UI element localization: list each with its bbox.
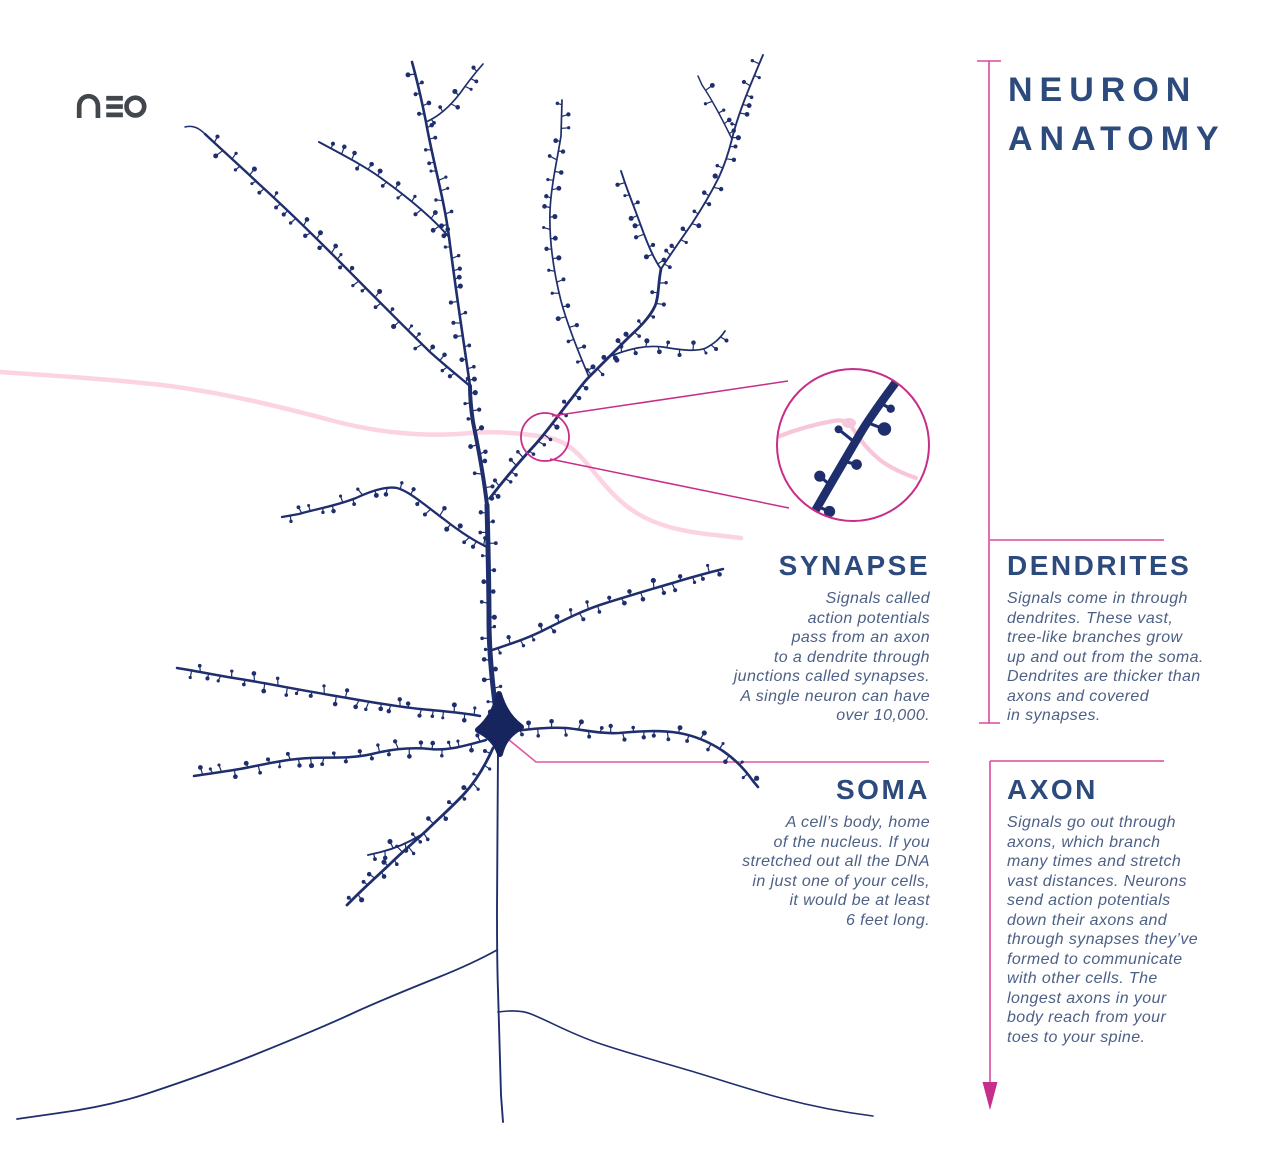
section-rules xyxy=(977,60,1164,1088)
logo-letter-o xyxy=(124,95,147,118)
zoom-synapse-bouton xyxy=(842,418,856,428)
background-axon xyxy=(0,369,744,541)
section-synapse: SYNAPSE Signals called action potentials… xyxy=(690,550,930,726)
neo-logo xyxy=(76,93,147,118)
down-arrow-icon xyxy=(982,1082,998,1110)
synapse-body: Signals called action potentials pass fr… xyxy=(733,590,930,724)
zoom-cone-lower xyxy=(549,458,790,509)
zoom-cone-upper xyxy=(551,380,789,417)
logo-letter-e xyxy=(106,95,123,118)
section-soma: SOMA A cell’s body, home of the nucleus.… xyxy=(690,774,930,930)
apical-dendrite-branches xyxy=(184,54,764,655)
axon-body: Signals go out through axons, which bran… xyxy=(1007,814,1199,1046)
logo-letter-n xyxy=(76,93,101,118)
axon-heading: AXON xyxy=(1007,774,1098,805)
axon-line xyxy=(16,751,874,1123)
magnifier-zoom-circle-icon xyxy=(776,368,930,522)
dendrites-body: Signals come in through dendrites. These… xyxy=(1007,590,1204,724)
soma-body xyxy=(475,691,524,757)
zoom-dendrite-segment xyxy=(805,373,904,521)
zoom-circle-content xyxy=(777,373,919,521)
section-axon: AXON Signals go out through axons, which… xyxy=(1007,774,1237,1047)
dendrites-heading: DENDRITES xyxy=(1007,550,1192,581)
soma-pointer-line xyxy=(502,734,929,763)
soma-body: A cell’s body, home of the nucleus. If y… xyxy=(742,814,930,929)
page-title: NEURON ANATOMY xyxy=(1008,71,1226,158)
soma-heading: SOMA xyxy=(836,774,930,805)
zoom-source-circle xyxy=(520,412,570,462)
synapse-heading: SYNAPSE xyxy=(778,550,930,581)
basal-dendrites xyxy=(175,663,760,907)
apical-dendrite-trunk xyxy=(405,60,504,730)
neuron xyxy=(16,54,874,1123)
zoom-pink-axon xyxy=(777,418,919,481)
synapse-zoom-callout xyxy=(520,368,930,522)
section-dendrites: DENDRITES Signals come in through dendri… xyxy=(1007,550,1237,726)
